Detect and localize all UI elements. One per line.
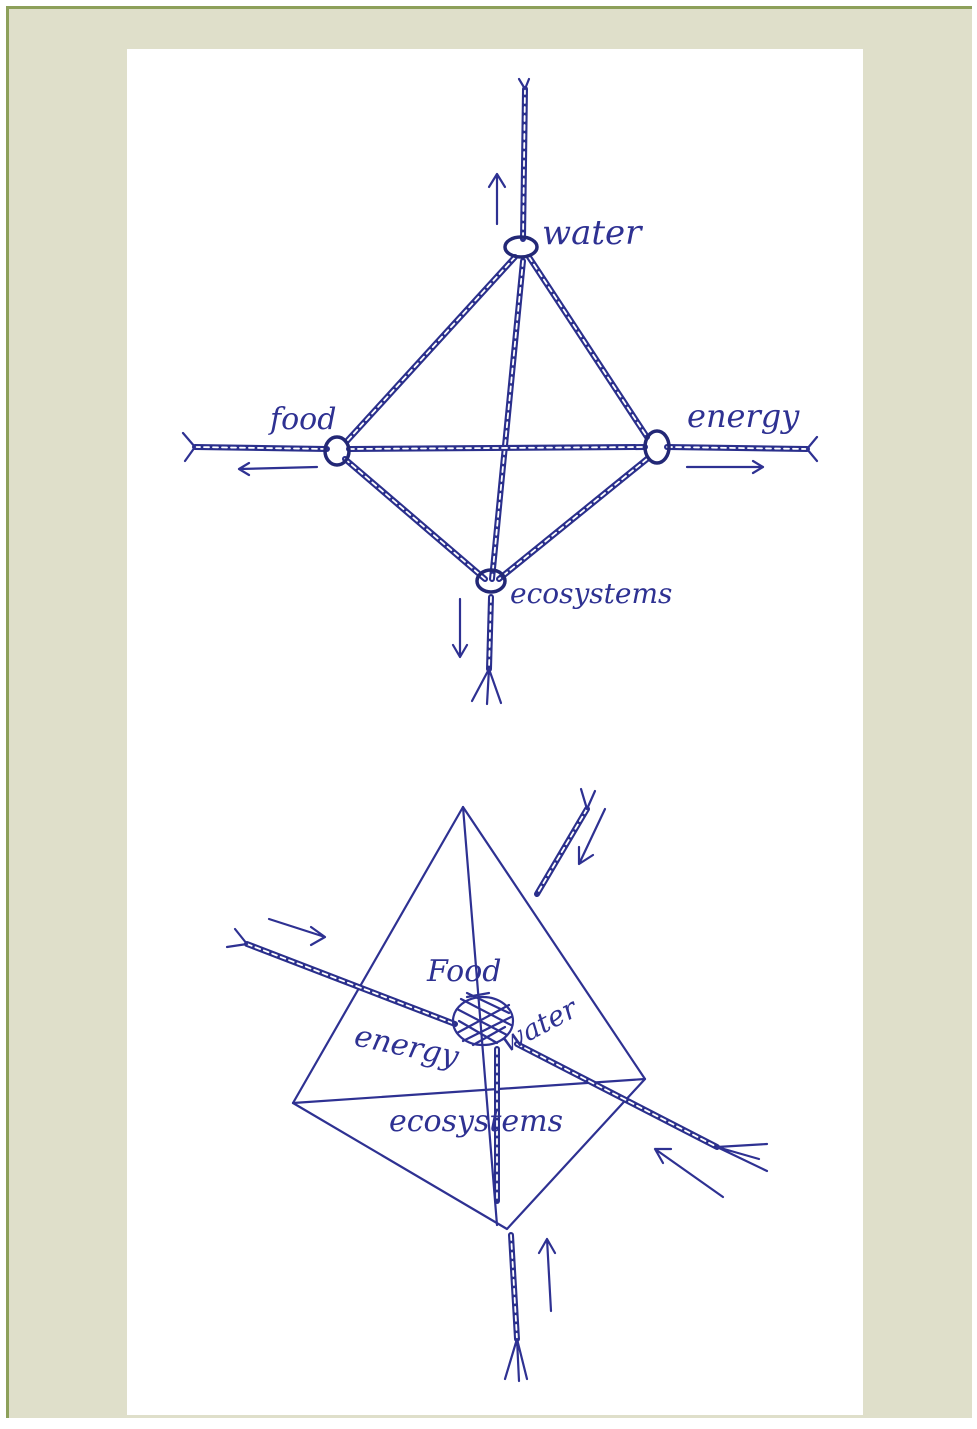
tetrahedron-outline xyxy=(293,807,645,1229)
sketch-sheet: water food energy ecosystems xyxy=(127,49,863,1415)
rope-upper-right xyxy=(537,789,595,894)
arrow-left-icon xyxy=(239,463,317,475)
label-food: food xyxy=(268,402,336,437)
label-food-bottom: Food xyxy=(426,954,502,989)
label-energy: energy xyxy=(687,397,800,435)
arrow-up-left-icon xyxy=(655,1149,723,1197)
label-water: water xyxy=(542,213,643,253)
sketch-svg: water food energy ecosystems xyxy=(127,49,863,1415)
label-energy-bottom: energy xyxy=(351,1019,462,1075)
arrow-right-icon xyxy=(687,461,763,473)
label-water-bottom: water xyxy=(495,991,584,1059)
rope-horizontal xyxy=(183,433,817,461)
rope-vertical xyxy=(472,79,529,704)
bottom-diagram: Food energy water ecosystems xyxy=(227,789,767,1381)
figure-frame: water food energy ecosystems xyxy=(6,6,972,1418)
arrow-up-icon-bottom xyxy=(539,1239,555,1311)
rope-bottom xyxy=(497,1049,527,1381)
label-ecosystems: ecosystems xyxy=(510,577,672,610)
label-ecosystems-bottom: ecosystems xyxy=(389,1104,563,1139)
rope-left xyxy=(227,929,455,1024)
arrow-down-right-icon xyxy=(269,919,325,945)
arrow-down-icon xyxy=(453,599,467,657)
arrow-up-icon xyxy=(489,174,505,224)
top-diagram: water food energy ecosystems xyxy=(183,79,817,704)
